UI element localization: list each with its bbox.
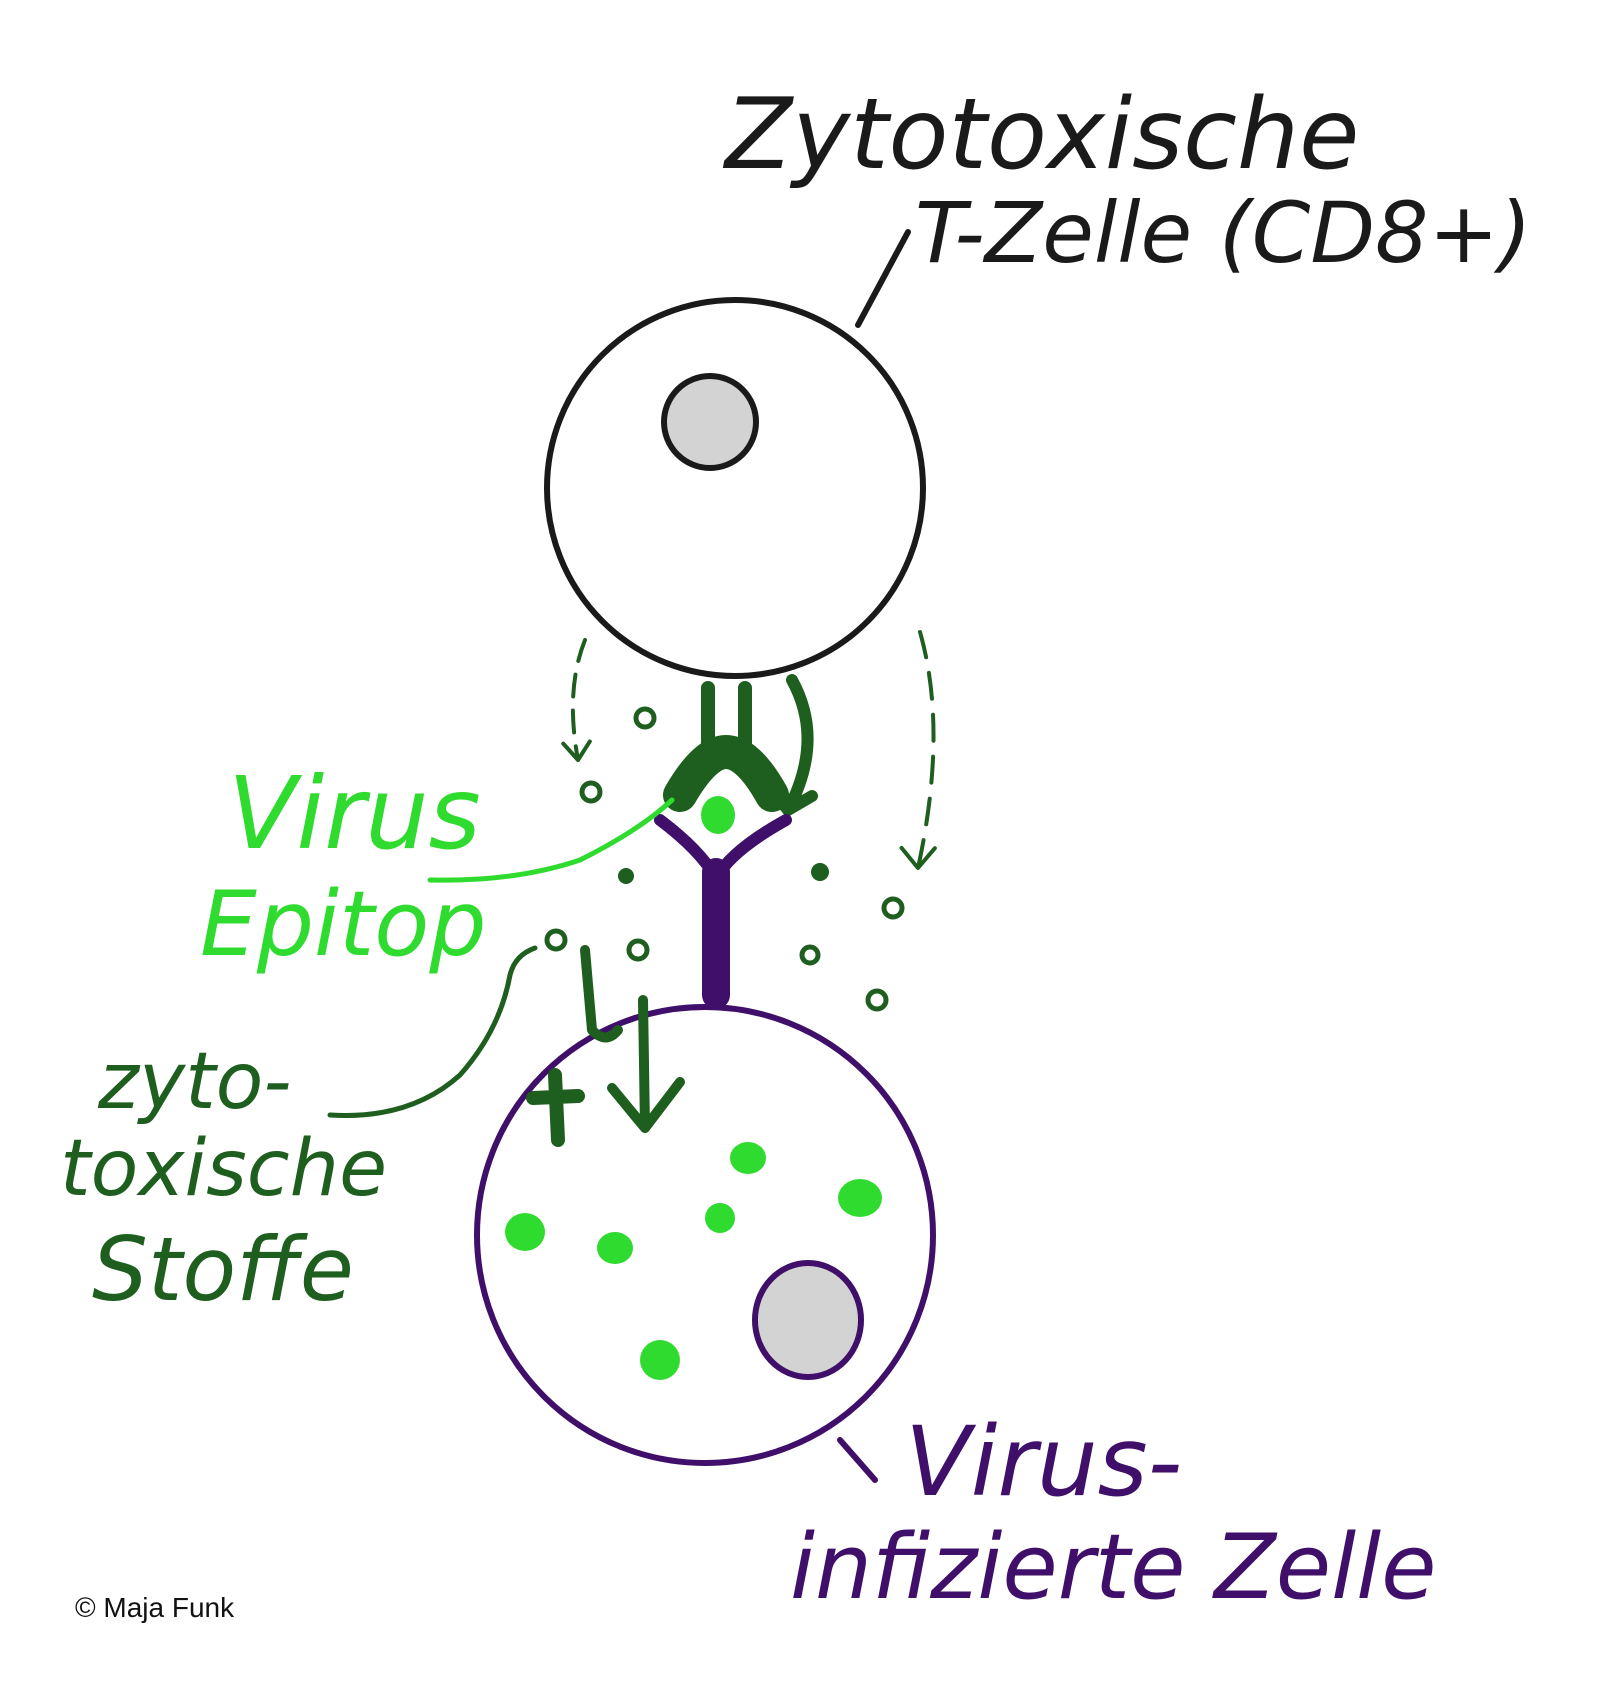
- attack-arrow: [580, 945, 685, 1133]
- t-cell-receptor: [663, 681, 789, 812]
- infected-label-line2: infizierte Zelle: [790, 1515, 1436, 1620]
- cytotoxic-granules: [544, 706, 905, 1012]
- copyright-credit: © Maja Funk: [75, 1592, 235, 1623]
- dashed-release-arrow-left: [558, 638, 594, 762]
- infected-cell: [474, 1004, 936, 1466]
- death-cross: [526, 1068, 585, 1147]
- t-cell-nucleus: [661, 373, 759, 471]
- cyto-label-line2: toxische: [60, 1124, 387, 1214]
- mhc-molecule: [654, 814, 792, 1009]
- t-cell-label-line2: T-Zelle (CD8+): [915, 184, 1532, 282]
- cyto-label-line1: zyto-: [97, 1037, 292, 1127]
- t-cell-leader-line: [855, 229, 911, 328]
- t-cell: [544, 297, 926, 679]
- infected-label-line1: Virus-: [905, 1406, 1182, 1518]
- virus-particles: [505, 1142, 882, 1380]
- receptor-curved-arrow: [764, 674, 818, 816]
- virus-epitop-label-line2: Epitop: [200, 872, 486, 977]
- infected-cell-nucleus: [752, 1260, 864, 1380]
- dashed-release-arrow-right: [898, 630, 937, 870]
- virus-epitop-label-line1: Virus: [228, 755, 481, 872]
- virus-epitope: [701, 796, 735, 834]
- t-cell-label-line1: Zytotoxische: [722, 78, 1359, 192]
- virus-epitop-leader-line: [427, 797, 675, 883]
- infected-cell-leader-line: [837, 1437, 878, 1483]
- cyto-label-line3: Stoffe: [92, 1218, 354, 1321]
- cyto-leader-line: [327, 945, 538, 1118]
